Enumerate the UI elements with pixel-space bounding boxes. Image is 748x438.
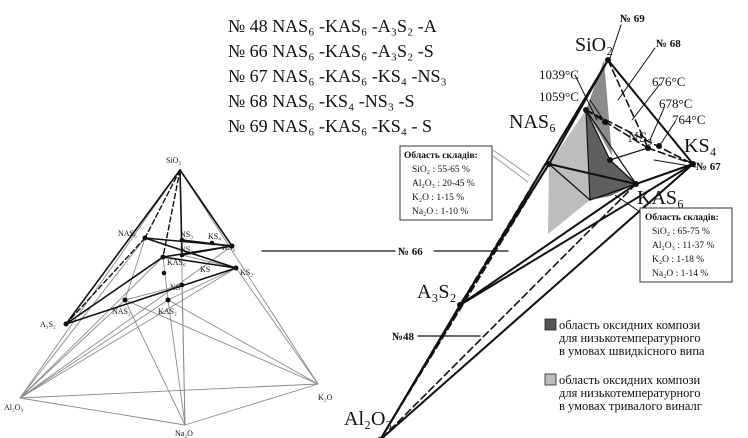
label-no48: №48 [392,331,415,343]
small-ns2-label: NS₂ [180,245,193,254]
small-k2o-label: K₂O [318,393,333,402]
big-kas6-label: KAS₆ [637,187,684,209]
temp-676: 676°C [652,74,685,89]
composition-box-2: Область складів: SiO₂ : 65-75 % Al₂O₃ : … [614,194,733,283]
small-nas6-label: NAS₆ [118,229,137,238]
small-ks4-label: KS₄ [208,232,221,241]
legend-2-line-1: область оксидних компози [559,373,701,387]
label-no67: № 67 [696,161,721,173]
big-ns3-label: NS₃ [628,130,652,146]
label-no68: № 68 [656,38,681,50]
temp-1059: 1059°C [539,89,579,104]
big-nas6-label: NAS₆ [509,111,556,133]
box1-row-na2o: Na₂O : 1-10 % [412,207,468,217]
big-tetrahedron: SiO₂ Al₂O₃ A₃S₂ NAS₆ KAS₆ KS₄ NS₃ 1039°C… [261,13,721,438]
formula-list: № 48 NAS₆ -KAS₆ -A₃S₂ -A № 66 NAS₆ -KAS₆… [228,16,447,136]
box1-row-sio2: SiO₂ : 55-65 % [412,165,470,175]
formula-67: № 67 NAS₆ -KAS₆ -KS₄ -NS₃ [228,66,447,86]
formula-68: № 68 NAS₆ -KS₄ -NS₃ -S [228,91,415,111]
box2-row-sio2: SiO₂ : 65-75 % [652,227,710,237]
temp-1039: 1039°C [539,67,579,82]
composition-box-1: Область складів: SiO₂ : 55-65 % Al₂O₃ : … [399,145,531,221]
small-ns3-label: NS₃ [180,230,193,239]
light-region [548,110,590,234]
label-no66: № 66 [398,246,423,258]
legend-swatch-dark [544,318,557,331]
small-nas2-label: NAS₂ [112,307,131,316]
big-al2o3-label: Al₂O₃ [344,408,392,430]
temp-678: 678°C [659,96,692,111]
big-a3s2-label: A₃S₂ [417,281,457,303]
legend-1-line-3: в умовах швидкісного випа [559,344,705,358]
dark-region [586,110,636,200]
legend-2-line-2: для низькотемпературного [559,386,700,400]
formula-48: № 48 NAS₆ -KAS₆ -A₃S₂ -A [228,16,437,36]
legend-swatch-light [544,373,557,386]
small-tetrahedron: SiO₂ Al₂O₃ K₂O Na₂O NAS₆ NS₃ KS₄ KS₃ KS₂… [4,156,333,438]
legend-2-line-3: в умовах тривалого виналг [559,399,702,413]
box1-title: Область складів: [404,150,478,161]
temp-764: 764°C [672,112,705,127]
small-kas6-label: KAS₆ [167,258,186,267]
label-no69: № 69 [620,13,645,25]
big-sio2-label: SiO₂ [575,34,613,56]
legend: область оксидних компози для низькотемпе… [544,318,705,413]
small-a3s2-label: A₃S₂ [40,320,56,329]
small-na2o-label: Na₂O [175,429,193,438]
legend-1-line-2: для низькотемпературного [559,331,700,345]
box2-row-na2o: Na₂O : 1-14 % [652,269,708,279]
box2-title: Область складів: [645,212,719,223]
big-ks4-label: KS₄ [684,135,717,157]
box2-row-al2o3: Al₂O₃ : 11-37 % [652,241,715,251]
small-ks-label: KS [200,265,210,274]
small-ks2-label: KS₂ [240,268,253,277]
box2-row-k2o: K₂O : 1-18 % [652,255,704,265]
formula-66: № 66 NAS₆ -KAS₆ -A₃S₂ -S [228,41,434,61]
box1-row-k2o: K₂O : 1-15 % [412,193,464,203]
small-ns-label: NS [170,283,180,292]
legend-1-line-1: область оксидних компози [559,318,701,332]
small-kas2-label: KAS₂ [158,307,177,316]
small-sio2-label: SiO₂ [166,156,181,165]
box1-row-al2o3: Al₂O₃ : 20-45 % [412,179,475,189]
small-ks3-label: KS₃ [222,243,235,252]
formula-69: № 69 NAS₆ -KAS₆ -KS₄ - S [228,116,432,136]
small-al2o3-label: Al₂O₃ [4,403,24,412]
